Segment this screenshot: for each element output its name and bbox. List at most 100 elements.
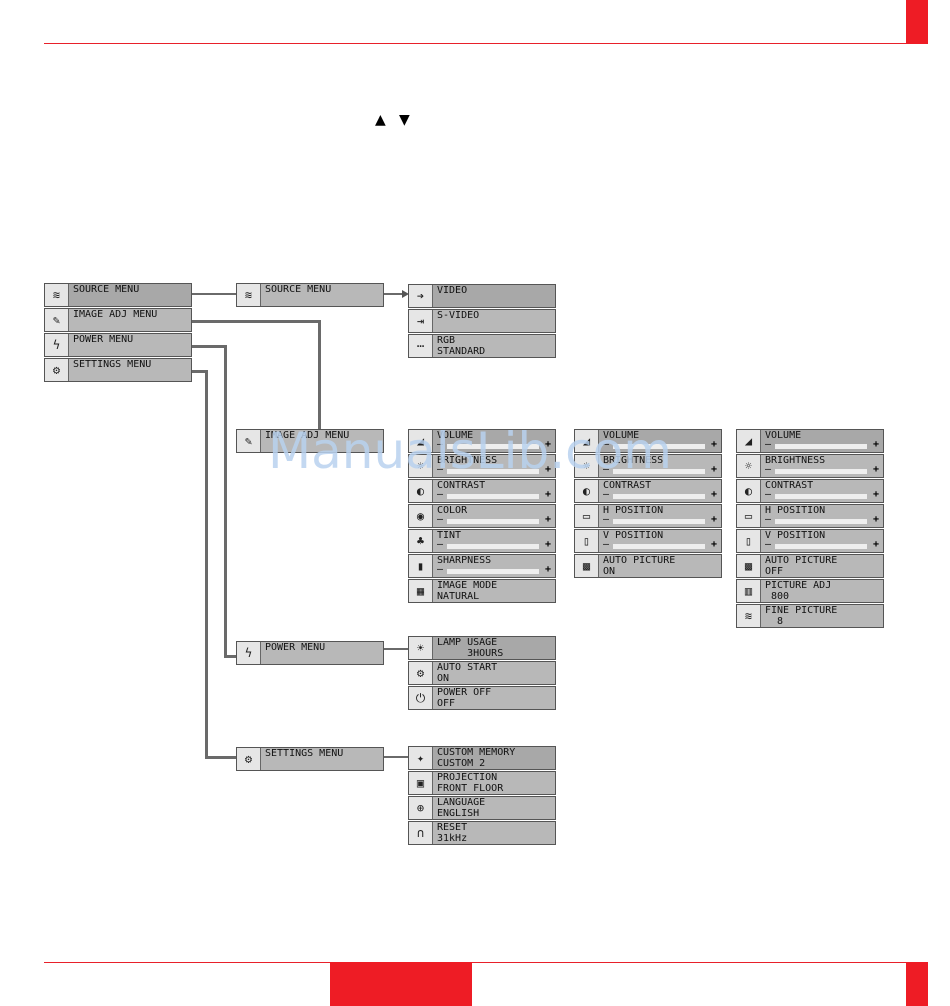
menu-item-brightness[interactable]: ☼BRIGHTNESS–+ [408, 454, 556, 478]
level-slider[interactable]: –+ [437, 514, 551, 525]
slider-plus: + [544, 464, 551, 475]
menu-item-contrast[interactable]: ◐CONTRAST–+ [408, 479, 556, 503]
menu-item-h-position[interactable]: ▭H POSITION–+ [574, 504, 722, 528]
level-slider[interactable]: –+ [603, 464, 717, 475]
level-slider[interactable]: –+ [437, 489, 551, 500]
connector [224, 655, 236, 658]
sharpness-icon: ▮ [409, 555, 433, 577]
menu-item-volume[interactable]: ◢VOLUME–+ [574, 429, 722, 453]
menu-item-volume[interactable]: ◢VOLUME–+ [736, 429, 884, 453]
level-slider[interactable]: –+ [765, 464, 879, 475]
contrast-icon: ◐ [409, 480, 433, 502]
source-item-video[interactable]: ➔ VIDEO [408, 284, 556, 308]
menu-item-volume[interactable]: ◢VOLUME–+ [408, 429, 556, 453]
slider-plus: + [872, 514, 879, 525]
level-slider[interactable]: –+ [765, 539, 879, 550]
image-adj-icon: ✎ [237, 430, 261, 452]
level-slider[interactable]: –+ [437, 564, 551, 575]
menu-item-contrast[interactable]: ◐CONTRAST–+ [574, 479, 722, 503]
lamp-usage-icon: ☀ [409, 637, 433, 659]
menu-item-v-position[interactable]: ▯V POSITION–+ [574, 529, 722, 553]
video-input-icon: ➔ [409, 285, 433, 307]
menu-item-brightness[interactable]: ☼BRIGHTNESS–+ [736, 454, 884, 478]
bottom-rule [44, 962, 906, 963]
bottom-center-tab [330, 962, 472, 1006]
connector [192, 370, 208, 373]
menu-item-value: FRONT FLOOR [437, 783, 504, 794]
menu-item-label: RESET [437, 822, 468, 833]
slider-minus: – [437, 439, 444, 450]
slider-track [613, 494, 705, 499]
menu-item-lamp-usage[interactable]: ☀LAMP USAGE 3HOURS [408, 636, 556, 660]
level-slider[interactable]: –+ [437, 539, 551, 550]
menu-item-label: SHARPNESS [437, 555, 492, 566]
menu-item-fine-picture[interactable]: ≋FINE PICTURE 8 [736, 604, 884, 628]
menu-item-value: 8 [765, 616, 784, 627]
slider-track [447, 494, 539, 499]
slider-track [613, 469, 705, 474]
main-menu-power[interactable]: ϟ POWER MENU [44, 333, 192, 357]
menu-item-h-position[interactable]: ▭H POSITION–+ [736, 504, 884, 528]
connector [384, 293, 404, 295]
level-slider[interactable]: –+ [603, 439, 717, 450]
level-slider[interactable]: –+ [603, 514, 717, 525]
slider-minus: – [765, 464, 772, 475]
level-slider[interactable]: –+ [437, 464, 551, 475]
picture-adj-icon: ▥ [737, 580, 761, 602]
menu-item-label: VOLUME [437, 430, 474, 441]
level-slider[interactable]: –+ [765, 514, 879, 525]
fine-picture-icon: ≋ [737, 605, 761, 627]
v-position-icon: ▯ [737, 530, 761, 552]
level-slider[interactable]: –+ [765, 489, 879, 500]
main-menu-image-adj[interactable]: ✎ IMAGE ADJ MENU [44, 308, 192, 332]
slider-plus: + [544, 489, 551, 500]
menu-item-color[interactable]: ◉COLOR–+ [408, 504, 556, 528]
connector [192, 293, 236, 295]
top-rule [44, 43, 906, 44]
slider-plus: + [872, 464, 879, 475]
image-adj-menu-header[interactable]: ✎ IMAGE ADJ MENU [236, 429, 384, 453]
level-slider[interactable]: –+ [765, 439, 879, 450]
contrast-icon: ◐ [737, 480, 761, 502]
slider-track [775, 494, 867, 499]
power-menu-header[interactable]: ϟ POWER MENU [236, 641, 384, 665]
menu-item-value: ENGLISH [437, 808, 480, 819]
menu-item-contrast[interactable]: ◐CONTRAST–+ [736, 479, 884, 503]
main-menu-source[interactable]: ≋ SOURCE MENU [44, 283, 192, 307]
source-menu-header[interactable]: ≋ SOURCE MENU [236, 283, 384, 307]
menu-item-label: BRIGHTNESS [603, 455, 664, 466]
level-slider[interactable]: –+ [437, 439, 551, 450]
slider-plus: + [710, 539, 717, 550]
watermark: ManualsLib.com [268, 422, 672, 480]
menu-item-sharpness[interactable]: ▮ SHARPNESS–+ [408, 554, 556, 578]
level-slider[interactable]: –+ [603, 489, 717, 500]
slider-minus: – [437, 514, 444, 525]
connector [205, 370, 208, 759]
main-menu-settings[interactable]: ⚙ SETTINGS MENU [44, 358, 192, 382]
slider-track [447, 569, 539, 574]
slider-plus: + [544, 514, 551, 525]
menu-item-picture-adj[interactable]: ▥PICTURE ADJ 800 [736, 579, 884, 603]
menu-item-brightness[interactable]: ☼BRIGHTNESS–+ [574, 454, 722, 478]
connector [384, 756, 408, 758]
menu-item-v-position[interactable]: ▯V POSITION–+ [736, 529, 884, 553]
slider-minus: – [765, 439, 772, 450]
contrast-icon: ◐ [575, 480, 599, 502]
settings-menu-header[interactable]: ⚙ SETTINGS MENU [236, 747, 384, 771]
source-item-s-video[interactable]: ⇥ S-VIDEO [408, 309, 556, 333]
slider-track [775, 469, 867, 474]
menu-item-label: H POSITION [765, 505, 826, 516]
source-item-rgb[interactable]: ⋯ RGB STANDARD [408, 334, 556, 358]
menu-item-tint[interactable]: ♣TINT–+ [408, 529, 556, 553]
level-slider[interactable]: –+ [603, 539, 717, 550]
menu-item-label: TINT [437, 530, 462, 541]
